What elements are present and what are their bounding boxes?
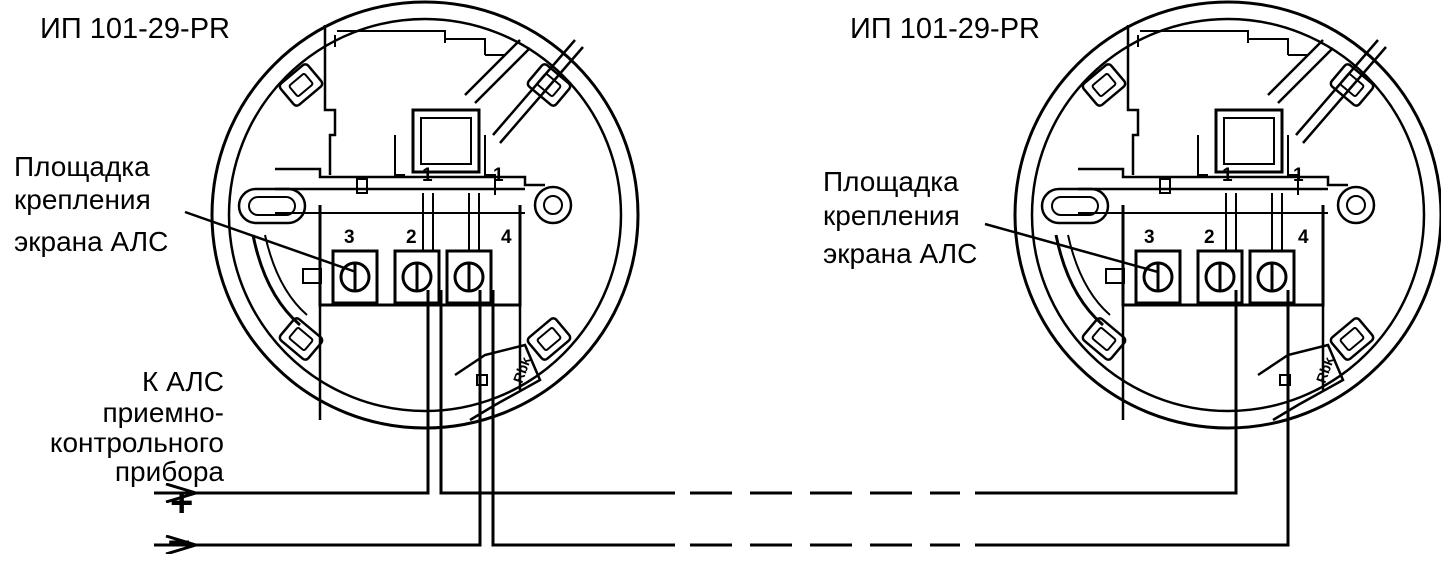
pad-label-line: крепления (823, 200, 960, 231)
pad-label-line: Площадка (823, 166, 959, 197)
terminal-number: 2 (406, 227, 417, 248)
pad-pointer-1 (184, 210, 357, 274)
detector-base-1 (210, 0, 640, 430)
detector-title: ИП 101-29-PR (850, 13, 1040, 45)
loop-label-line: приемно- (102, 397, 224, 428)
loop-label-line: прибора (114, 456, 224, 487)
pin-mark: 1 (1293, 165, 1304, 186)
detector-base-2 (1013, 0, 1441, 430)
terminal-number: 4 (501, 227, 512, 248)
detector-title: ИП 101-29-PR (40, 13, 230, 45)
plus-sign: + (170, 481, 194, 525)
loop-label-line: К АЛС (142, 366, 224, 397)
pad-label-line: Площадка (14, 151, 150, 182)
loop-label-line: контрольного (49, 427, 224, 458)
minus-sign: – (168, 518, 191, 562)
pin-mark: 1 (422, 165, 433, 186)
pin-mark: 1 (1222, 165, 1233, 186)
pad-label-line: экрана АЛС (823, 238, 978, 269)
pad-pointer-2 (984, 222, 1159, 274)
pad-label-line: экрана АЛС (14, 226, 169, 257)
terminal-number: 3 (1144, 227, 1155, 248)
alarm-loop-wiring (200, 290, 1290, 547)
terminal-number: 4 (1298, 227, 1309, 248)
terminal-number: 2 (1204, 227, 1215, 248)
pin-mark: 1 (493, 165, 504, 186)
pad-label-line: крепления (14, 184, 151, 215)
terminal-number: 3 (344, 227, 355, 248)
